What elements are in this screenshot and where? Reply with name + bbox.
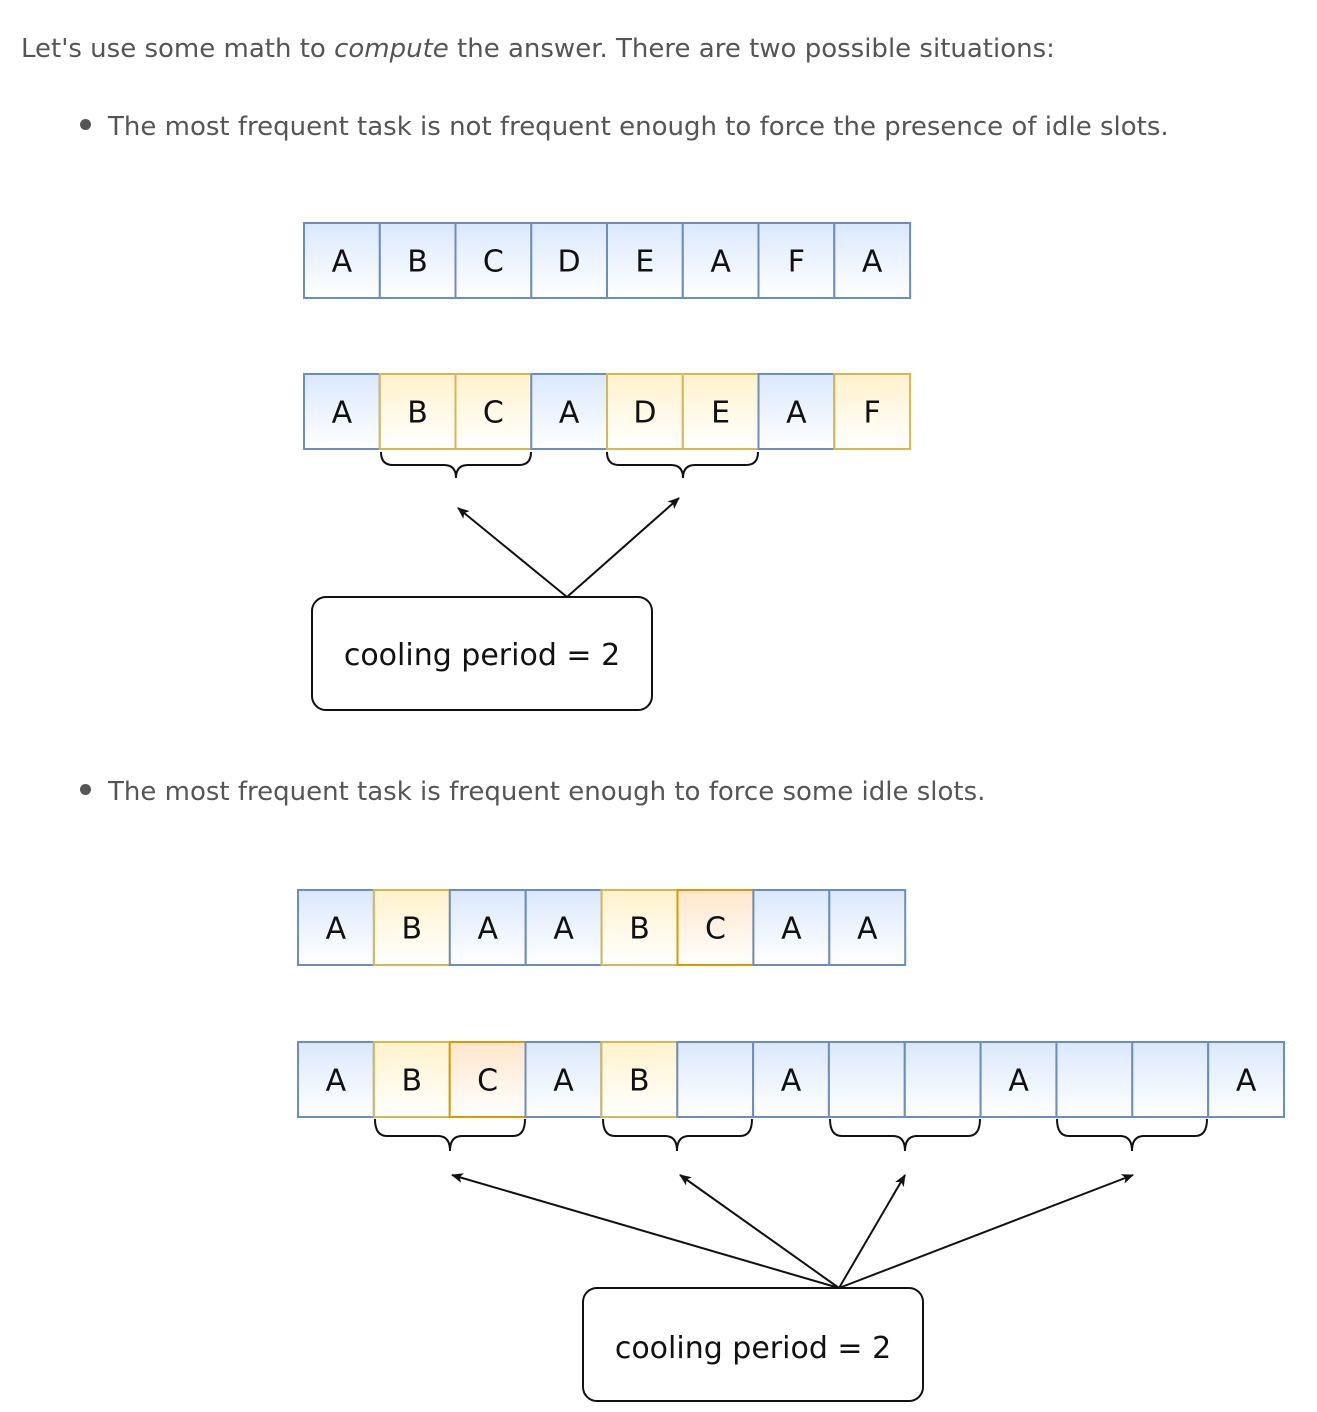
task-label: B <box>629 912 650 947</box>
task-cell <box>757 373 836 450</box>
task-label: F <box>788 245 805 280</box>
arrow-to-brace-de <box>566 497 680 598</box>
task-cell <box>297 1041 375 1118</box>
task-cell <box>833 373 912 450</box>
bullet-text-2: The most frequent task is frequent enoug… <box>108 777 986 807</box>
task-cell <box>303 222 381 299</box>
intro-text: Let's use some math to compute the answe… <box>21 34 1055 64</box>
task-label: A <box>326 1064 347 1099</box>
cooling-period-label-1: cooling period = 2 <box>344 638 620 673</box>
brace-bc <box>380 451 532 479</box>
task-label: A <box>332 245 353 280</box>
task-cell <box>1055 1041 1134 1118</box>
task-cell <box>681 373 760 450</box>
task-label: C <box>705 912 726 947</box>
task-cell <box>676 889 755 966</box>
arrow-to-brace-3 <box>838 1174 906 1289</box>
task-cell <box>524 1041 603 1118</box>
task-label: B <box>407 245 428 280</box>
task-cell <box>1131 1041 1210 1118</box>
task-cell <box>378 222 457 299</box>
task-label: A <box>862 245 883 280</box>
task-label: D <box>633 396 656 431</box>
task-label: A <box>1236 1064 1257 1099</box>
cooling-period-box-2 <box>582 1287 924 1402</box>
task-cell <box>454 222 533 299</box>
brace-idle-idle-1 <box>829 1118 981 1152</box>
task-label: C <box>483 245 504 280</box>
arrow-to-brace-4 <box>838 1174 1134 1289</box>
task-label: A <box>478 912 499 947</box>
task-cell <box>448 889 527 966</box>
task-label: A <box>1008 1064 1029 1099</box>
brace-bc-2 <box>374 1118 526 1152</box>
cooling-period-label-2: cooling period = 2 <box>615 1331 891 1366</box>
task-cell <box>1207 1041 1285 1118</box>
task-cell <box>303 373 381 450</box>
task-cell <box>979 1041 1058 1118</box>
task-label: A <box>332 396 353 431</box>
task-label: E <box>635 245 654 280</box>
task-cell <box>454 373 533 450</box>
bullet-dot-icon <box>80 784 91 795</box>
task-label: E <box>711 396 730 431</box>
bullet-text-1: The most frequent task is not frequent e… <box>108 112 1169 142</box>
task-label: A <box>857 912 878 947</box>
task-cell <box>828 889 907 966</box>
task-cell <box>903 1041 982 1118</box>
bullet-item-2: The most frequent task is frequent enoug… <box>80 777 985 807</box>
arrow-to-brace-2 <box>679 1174 840 1289</box>
intro-before: Let's use some math to <box>21 34 335 64</box>
task-cell <box>827 1041 906 1118</box>
task-cell <box>448 1041 527 1118</box>
task-label: C <box>477 1064 498 1099</box>
task-cell <box>676 1041 755 1118</box>
cooling-period-box-1 <box>311 596 653 711</box>
task-cell <box>757 222 836 299</box>
task-label: A <box>553 912 574 947</box>
task-label: F <box>863 396 880 431</box>
task-label: B <box>629 1064 650 1099</box>
task-cell <box>530 222 609 299</box>
intro-after: the answer. There are two possible situa… <box>448 34 1055 64</box>
task-cell <box>297 889 375 966</box>
task-cell <box>833 222 912 299</box>
task-label: A <box>781 912 802 947</box>
intro-emphasis: compute <box>334 34 449 64</box>
arrow-to-brace-1 <box>451 1173 840 1289</box>
arrow-to-brace-bc <box>457 507 568 598</box>
brace-de <box>606 451 759 479</box>
task-label: B <box>402 912 423 947</box>
task-label: B <box>407 396 428 431</box>
bullet-item-1: The most frequent task is not frequent e… <box>80 112 1169 142</box>
brace-b-idle <box>602 1118 753 1152</box>
task-label: A <box>326 912 347 947</box>
task-label: B <box>402 1064 423 1099</box>
task-cell <box>752 889 831 966</box>
task-cell <box>372 889 451 966</box>
task-label: A <box>553 1064 574 1099</box>
task-label: A <box>786 396 807 431</box>
task-label: A <box>710 245 731 280</box>
task-label: A <box>781 1064 802 1099</box>
brace-idle-idle-2 <box>1056 1118 1208 1152</box>
bullet-dot-icon <box>80 119 91 130</box>
task-label: C <box>483 396 504 431</box>
task-label: D <box>558 245 581 280</box>
task-cell <box>530 373 609 450</box>
task-label: A <box>559 396 580 431</box>
task-cell <box>372 1041 451 1118</box>
